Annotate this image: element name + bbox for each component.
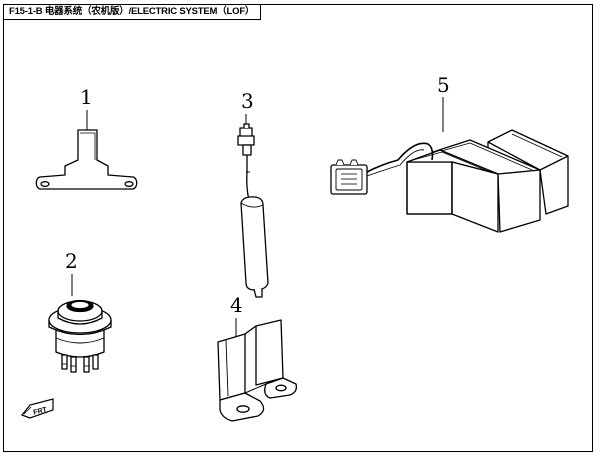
diagram-frame [3,4,593,452]
license-plate-bracket-icon [35,110,138,190]
battery-wiring-icon [330,97,569,233]
rocker-switch-icon [48,274,112,373]
flasher-relay-icon [237,114,269,298]
front-direction-label: FRT [33,406,49,416]
diagram-title: F15-1-B 电器系统（农机版）/ELECTRIC SYSTEM（LOF） [3,4,262,20]
front-direction-icon [21,398,54,419]
callout-number-2: 2 [65,249,78,273]
mounting-bracket-icon [217,318,298,422]
callout-number-3: 3 [241,89,254,113]
callout-number-1: 1 [80,85,93,109]
callout-number-4: 4 [230,293,243,317]
callout-number-5: 5 [437,73,450,97]
